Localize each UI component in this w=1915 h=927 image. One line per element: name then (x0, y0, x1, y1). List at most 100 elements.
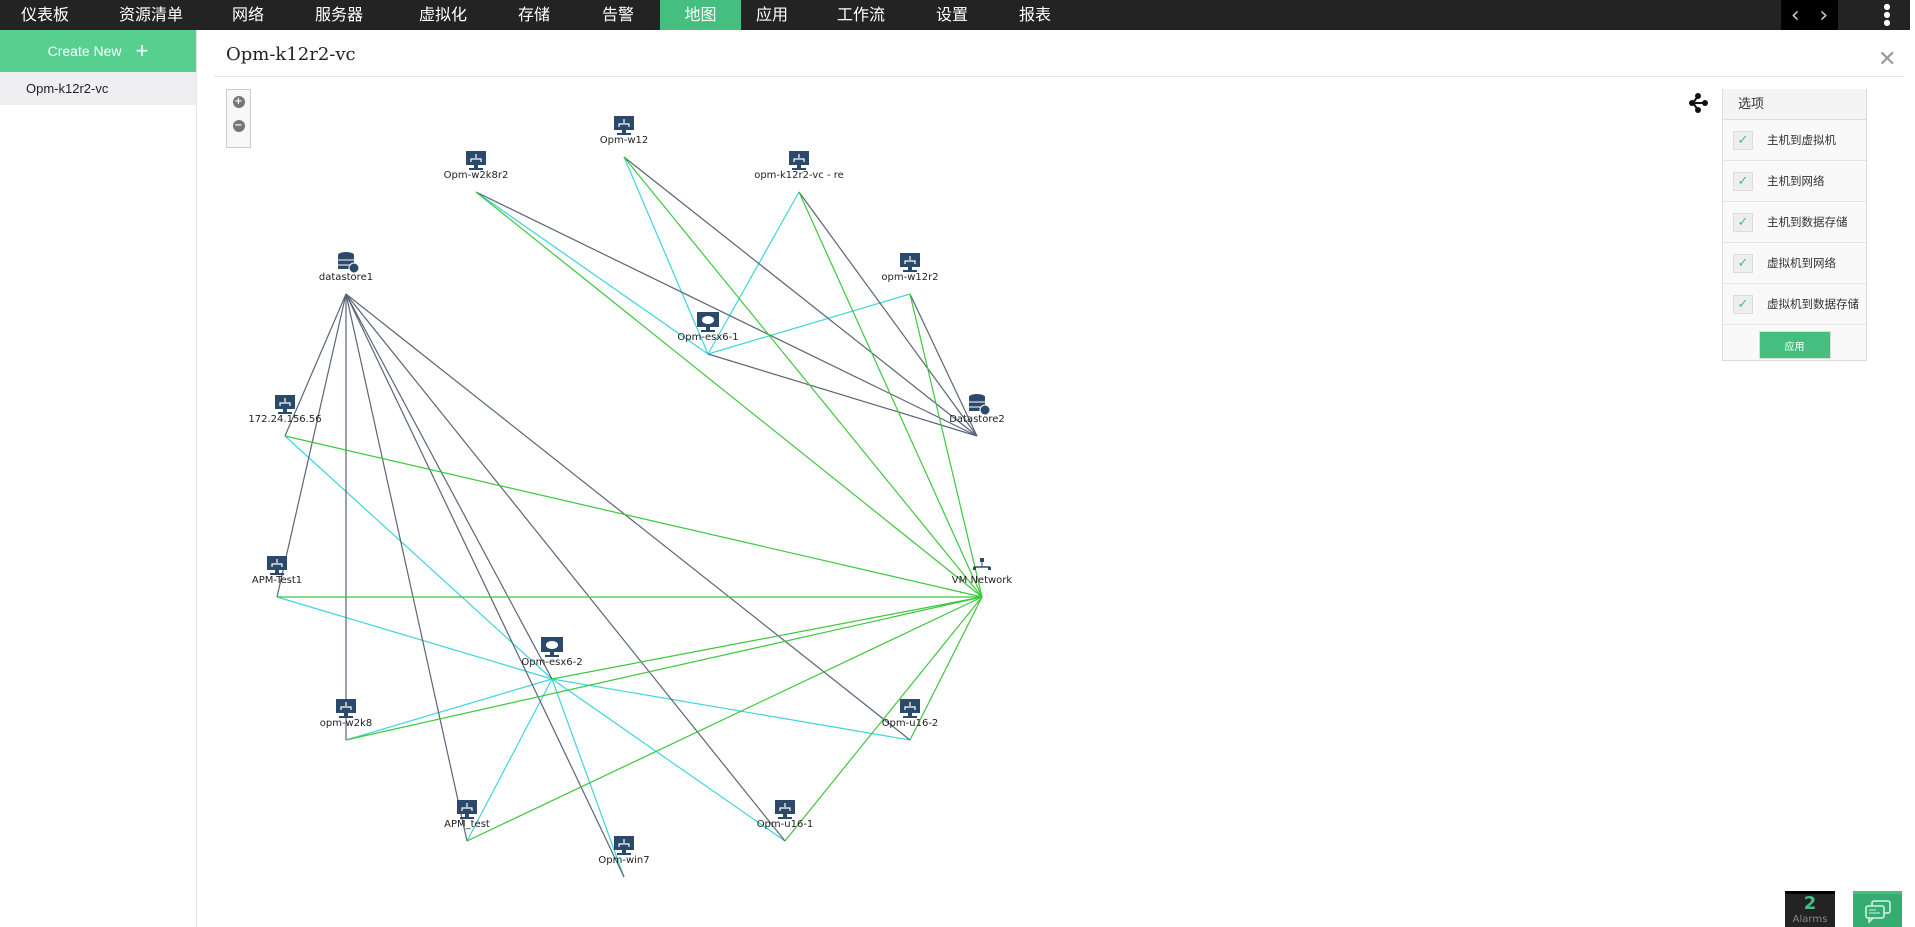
host-icon (541, 637, 563, 657)
nav-tab[interactable]: 设置 (935, 5, 968, 24)
option-host-to-vm[interactable]: ✓ 主机到虚拟机 (1723, 120, 1866, 161)
map-node[interactable]: Opm-u16-1 (757, 800, 814, 830)
checkbox-checked-icon[interactable]: ✓ (1733, 253, 1753, 273)
edge-vm-datastore (798, 191, 978, 437)
option-label: 虚拟机到数据存储 (1767, 297, 1859, 311)
map-node[interactable]: Opm-esx6-2 (521, 637, 583, 668)
edge-host-vm (284, 435, 553, 680)
option-label: 虚拟机到网络 (1767, 256, 1836, 270)
create-new-label: Create New (47, 43, 122, 59)
node-label: Opm-win7 (598, 855, 649, 866)
option-host-to-datastore[interactable]: ✓主机到数据存储 (1723, 202, 1866, 243)
edge-network (909, 293, 983, 598)
checkbox-checked-icon[interactable]: ✓ (1733, 171, 1753, 191)
node-label: VM Network (952, 575, 1013, 586)
nav-tab[interactable]: 应用 (755, 5, 788, 24)
edge-vm-datastore (345, 293, 468, 842)
node-label: Opm-u16-2 (882, 718, 939, 729)
option-label: 主机到虚拟机 (1767, 133, 1836, 147)
node-label: 172.24.156.56 (248, 414, 321, 425)
vm-icon (466, 151, 486, 170)
nav-tab[interactable]: 服务器 (314, 5, 363, 24)
vm-icon (267, 556, 287, 575)
map-node[interactable]: datastore1 (319, 252, 373, 283)
alarms-badge[interactable]: 2 Alarms (1785, 891, 1835, 927)
sidebar: Create New + Opm-k12r2-vc (0, 30, 197, 927)
map-node[interactable]: opm-w12r2 (881, 253, 939, 283)
map-node[interactable]: Opm-u16-2 (882, 699, 939, 729)
nav-tab[interactable]: 网络 (231, 5, 264, 24)
map-node[interactable]: opm-w2k8 (320, 699, 373, 729)
map-node[interactable]: APM_test (444, 800, 490, 830)
network-icon (973, 558, 991, 570)
checkbox-checked-icon[interactable]: ✓ (1733, 130, 1753, 150)
map-node[interactable]: Datastore2 (949, 394, 1005, 425)
alarm-count: 2 (1803, 893, 1817, 914)
close-icon[interactable]: ✕ (1878, 47, 1897, 72)
edge-network (284, 435, 983, 598)
node-label: Opm-w12 (600, 135, 648, 146)
node-label: Opm-esx6-1 (677, 332, 738, 343)
node-label: Opm-esx6-2 (521, 657, 582, 668)
vm-icon (775, 800, 795, 819)
apply-button[interactable]: 应用 (1758, 331, 1831, 359)
sidebar-item-map[interactable]: Opm-k12r2-vc (0, 72, 196, 105)
vm-icon (900, 253, 920, 272)
vm-icon (900, 699, 920, 718)
nav-tab[interactable]: 工作流 (836, 5, 885, 24)
chevron-left-icon[interactable]: ‹ (1790, 2, 1800, 28)
share-layout-icon[interactable] (1688, 92, 1710, 114)
option-vm-to-datastore[interactable]: ✓ 虚拟机到数据存储 (1723, 284, 1866, 325)
zoom-out-icon[interactable]: − (232, 120, 245, 132)
map-node[interactable]: 172.24.156.56 (248, 395, 322, 425)
edge-network (623, 156, 983, 598)
chat-icon (1864, 899, 1891, 923)
map-node[interactable]: opm-k12r2-vc - re (754, 151, 844, 181)
map-node[interactable]: VM Network (952, 558, 1013, 586)
top-nav: 仪表板 资源清单 网络 服务器 虚拟化 存储 告警 地图应用 工作流 设置 报表 (0, 0, 1915, 30)
edge-host-vm (551, 678, 786, 842)
datastore-icon (969, 394, 991, 416)
map-node[interactable]: Opm-esx6-1 (677, 312, 739, 343)
node-label: Opm-w2k8r2 (444, 170, 509, 181)
node-label: opm-w12r2 (881, 272, 938, 283)
zoom-in-icon[interactable]: + (232, 96, 245, 108)
nav-tab[interactable]: 仪表板 (20, 5, 69, 24)
map-node[interactable]: APM-Test1 (252, 556, 302, 586)
checkbox-checked-icon[interactable]: ✓ (1733, 212, 1753, 232)
nav-tab[interactable]: 告警 (601, 5, 634, 24)
nav-tab[interactable]: 资源清单 (118, 5, 183, 24)
node-label: datastore1 (319, 272, 373, 283)
divider (214, 76, 1904, 77)
more-menu-icon[interactable]: ●●● (1883, 2, 1891, 27)
page-title: Opm-k12r2-vc (226, 44, 356, 65)
nav-tab[interactable]: 地图 (660, 0, 741, 30)
edge-network (798, 191, 983, 598)
nav-tab[interactable]: 虚拟化 (418, 5, 467, 24)
vm-icon (457, 800, 477, 819)
nav-scroll-arrows: ‹ › (1781, 0, 1838, 30)
chevron-right-icon[interactable]: › (1819, 2, 1829, 28)
edge-host-vm (623, 156, 709, 355)
node-label: opm-w2k8 (320, 718, 373, 729)
option-vm-to-network[interactable]: ✓ 虚拟机到网络 (1723, 243, 1866, 284)
option-label: 主机到网络 (1767, 174, 1825, 188)
datastore-icon (338, 252, 360, 274)
vm-icon (789, 151, 809, 170)
edge-vm-datastore (345, 293, 786, 842)
create-new-button[interactable]: Create New + (0, 30, 196, 72)
edge-vm-datastore (623, 156, 978, 437)
vm-icon (614, 836, 634, 855)
nav-tab[interactable]: 存储 (517, 5, 550, 24)
edge-host-vm (475, 191, 709, 355)
nav-tab[interactable]: 报表 (1018, 5, 1051, 24)
zoom-controls: + − (226, 89, 251, 148)
chat-button[interactable] (1853, 891, 1902, 927)
option-host-to-network[interactable]: ✓ 主机到网络 (1723, 161, 1866, 202)
map-node[interactable]: Opm-win7 (598, 836, 650, 866)
node-label: Opm-u16-1 (757, 819, 814, 830)
edge-host-vm (345, 678, 553, 741)
map-node[interactable]: Opm-w12 (600, 116, 648, 146)
map-node[interactable]: Opm-w2k8r2 (444, 151, 509, 181)
checkbox-checked-icon[interactable]: ✓ (1733, 294, 1753, 314)
